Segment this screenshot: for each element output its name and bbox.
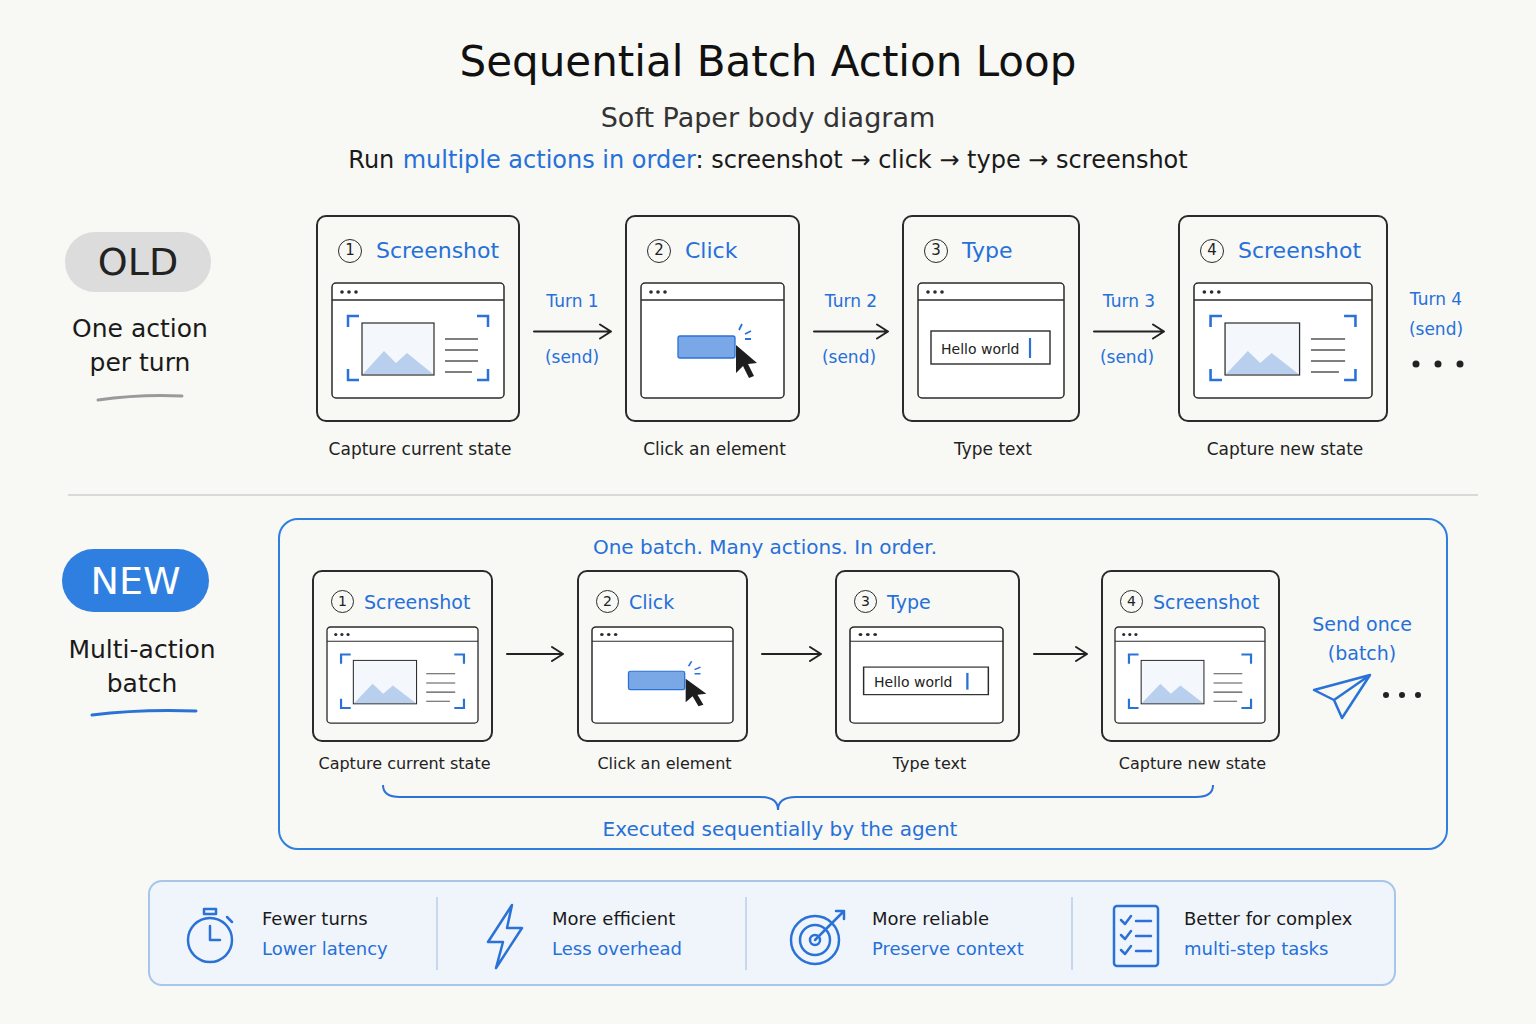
input-text: Hello world [941,340,1019,358]
highlight-text: multiple actions in order [403,146,696,174]
batch-heading: One batch. Many actions. In order. [480,534,1050,560]
benefit-detail: multi-step tasks [1184,937,1328,961]
turn-label: Turn 2 [791,290,911,312]
input-text: Hello world [874,673,952,691]
step-number: 4 [1200,239,1224,263]
intro-text: : screenshot → click → type → screenshot [695,146,1187,174]
step-caption: Type text [864,439,1122,459]
flow-arrow [1034,647,1087,661]
step-caption: Capture new state [1140,439,1430,459]
row-description: One action per turn [58,312,223,380]
step-title: Screenshot [1238,238,1361,264]
step-box: 1ScreenshotCapture current state [312,570,493,742]
arrow-line [1094,325,1164,339]
step-number: 1 [331,590,354,613]
flow-arrow [507,647,563,661]
send-note: (send) [1087,346,1167,368]
old-badge: OLD [65,232,211,292]
step-box: 4ScreenshotCapture new state [1178,215,1388,422]
step-number: 2 [596,590,619,613]
step-box: 1ScreenshotCapture current state [316,215,520,422]
benefit-detail: Less overhead [552,937,682,961]
send-note: Send once (batch) [1297,610,1427,668]
diagram-title: Sequential Batch Action Loop [0,37,1536,87]
batch-container: One batch. Many actions. In order. Send o… [278,518,1448,850]
benefit-heading: More efficient [552,907,675,931]
step-caption: Capture current state [274,754,535,774]
badge-label: OLD [65,232,211,292]
step-caption: Click an element [587,439,842,459]
benefits-band: Fewer turnsLower latency More efficientLe… [148,880,1396,986]
step-box: 4ScreenshotCapture new state [1101,570,1280,742]
step-number: 1 [338,239,362,263]
step-title: Screenshot [364,590,470,614]
new-badge: NEW [62,549,209,612]
step-title: Type [887,590,931,614]
step-title: Click [629,590,674,614]
step-number: 3 [924,239,948,263]
flow-arrow [762,647,821,661]
arrow-line [534,325,611,339]
benefit-detail: Preserve context [872,937,1024,961]
arrow-line [1034,647,1087,661]
intro-text: Run [348,146,394,174]
subtitle: Soft Paper body diagram [518,102,1018,134]
turn-label: Turn 1 [513,290,633,312]
step-caption: Type text [797,754,1062,774]
row-description: Multi-action batch [52,633,232,701]
step-caption: Capture current state [278,439,562,459]
step-title: Type [962,238,1013,264]
turn-label: Turn 3 [1069,290,1189,312]
benefit-heading: Fewer turns [262,907,368,931]
step-caption: Capture new state [1063,754,1322,774]
arrow-line [507,647,563,661]
step-title: Screenshot [1153,590,1259,614]
brace-label: Executed sequentially by the agent [480,816,1080,842]
step-number: 2 [647,239,671,263]
step-caption: Click an element [539,754,790,774]
benefit-heading: Better for complex [1184,907,1353,931]
step-number: 3 [854,590,877,613]
send-note: (send) [809,346,889,368]
step-box: 3TypeHello worldType text [835,570,1020,742]
intro-line: Run multiple actions in order: screenshot… [0,145,1536,175]
flow-arrow [1094,325,1164,339]
turn-label: Turn 4 [1396,288,1476,310]
send-note: (send) [532,346,612,368]
step-title: Screenshot [376,238,499,264]
benefit-detail: Lower latency [262,937,388,961]
send-note: (send) [1396,318,1476,340]
arrow-line [762,647,821,661]
step-box: 3TypeHello worldType text [902,215,1080,422]
flow-arrow [534,325,611,339]
step-title: Click [685,238,737,264]
badge-label: NEW [62,549,209,612]
benefit-heading: More reliable [872,907,989,931]
arrow-line [814,325,888,339]
flow-arrow [814,325,888,339]
step-box: 2ClickClick an element [577,570,748,742]
step-number: 4 [1120,590,1143,613]
step-box: 2ClickClick an element [625,215,800,422]
